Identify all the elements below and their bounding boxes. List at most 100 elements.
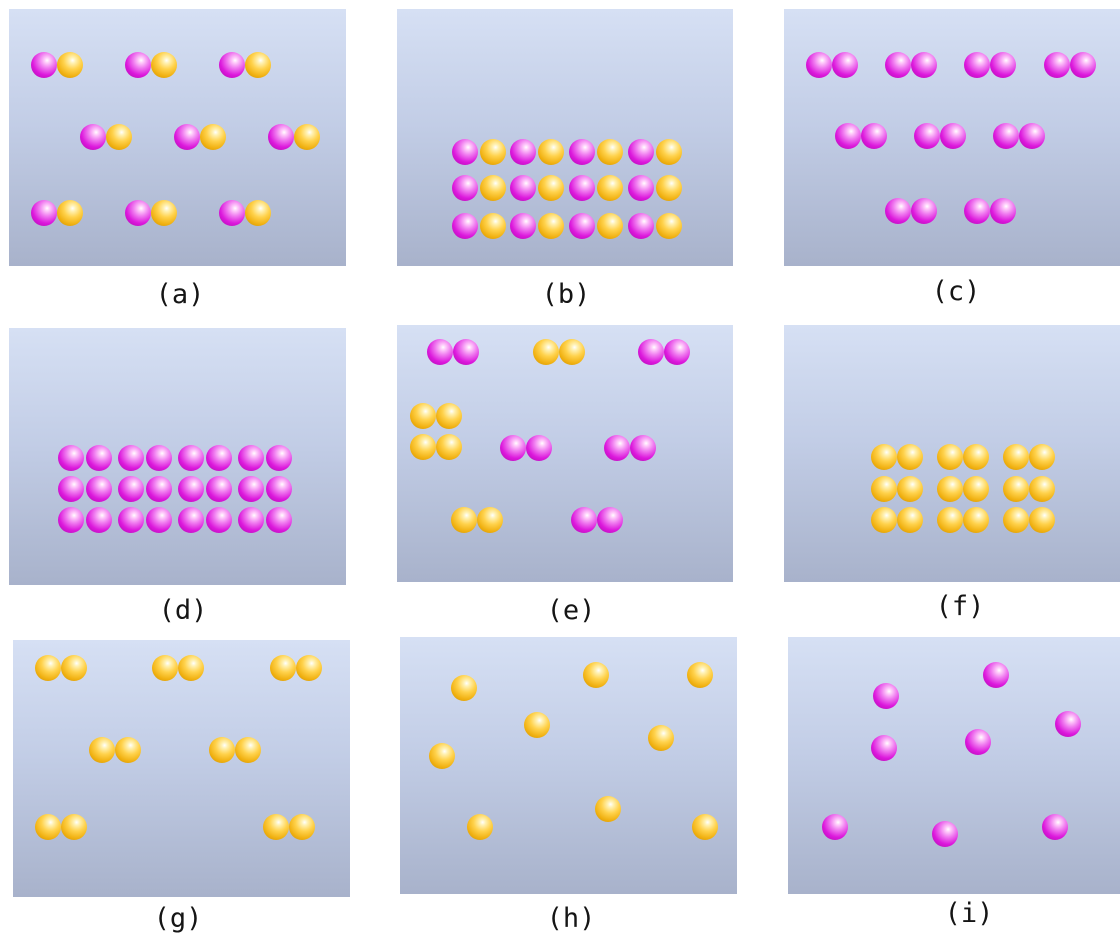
gold-atom — [687, 662, 713, 688]
magenta-atom — [500, 435, 526, 461]
gold-atom — [595, 796, 621, 822]
magenta-atom — [174, 124, 200, 150]
gold-atom — [152, 655, 178, 681]
magenta-atom — [569, 139, 595, 165]
gold-atom — [559, 339, 585, 365]
magenta-atom — [238, 476, 264, 502]
magenta-atom — [806, 52, 832, 78]
gold-atom — [263, 814, 289, 840]
gold-atom — [57, 200, 83, 226]
magenta-atom — [146, 507, 172, 533]
gold-atom — [533, 339, 559, 365]
magenta-atom — [453, 339, 479, 365]
gold-atom — [289, 814, 315, 840]
magenta-atom — [604, 435, 630, 461]
magenta-atom — [638, 339, 664, 365]
gold-atom — [1003, 476, 1029, 502]
magenta-atom — [835, 123, 861, 149]
magenta-atom — [1070, 52, 1096, 78]
gold-atom — [897, 444, 923, 470]
gold-atom — [937, 476, 963, 502]
magenta-atom — [983, 662, 1009, 688]
magenta-atom — [932, 821, 958, 847]
gold-atom — [656, 213, 682, 239]
magenta-atom — [990, 198, 1016, 224]
gold-atom — [597, 175, 623, 201]
gold-atom — [897, 476, 923, 502]
gold-atom — [871, 507, 897, 533]
gold-atom — [178, 655, 204, 681]
magenta-atom — [452, 175, 478, 201]
magenta-atom — [427, 339, 453, 365]
magenta-atom — [31, 200, 57, 226]
gold-atom — [296, 655, 322, 681]
magenta-atom — [664, 339, 690, 365]
magenta-atom — [206, 476, 232, 502]
gold-atom — [200, 124, 226, 150]
magenta-atom — [146, 445, 172, 471]
magenta-atom — [178, 476, 204, 502]
gold-atom — [467, 814, 493, 840]
gold-atom — [410, 434, 436, 460]
magenta-atom — [266, 476, 292, 502]
magenta-atom — [964, 198, 990, 224]
magenta-atom — [526, 435, 552, 461]
magenta-atom — [885, 198, 911, 224]
magenta-atom — [569, 213, 595, 239]
magenta-atom — [219, 52, 245, 78]
gold-atom — [963, 476, 989, 502]
magenta-atom — [178, 507, 204, 533]
gold-atom — [1029, 476, 1055, 502]
gold-atom — [477, 507, 503, 533]
magenta-atom — [125, 200, 151, 226]
magenta-atom — [628, 139, 654, 165]
gold-atom — [1003, 444, 1029, 470]
magenta-atom — [628, 175, 654, 201]
gold-atom — [538, 175, 564, 201]
magenta-atom — [911, 52, 937, 78]
gold-atom — [209, 737, 235, 763]
gold-atom — [436, 403, 462, 429]
gold-atom — [897, 507, 923, 533]
gold-atom — [151, 52, 177, 78]
caption-i: (i) — [944, 898, 994, 929]
caption-f: (f) — [935, 591, 985, 622]
gold-atom — [245, 200, 271, 226]
magenta-atom — [569, 175, 595, 201]
magenta-atom — [510, 213, 536, 239]
magenta-atom — [452, 213, 478, 239]
gold-atom — [871, 476, 897, 502]
gold-atom — [656, 175, 682, 201]
panel-g — [13, 640, 350, 897]
caption-g: (g) — [153, 903, 203, 934]
gold-atom — [451, 507, 477, 533]
magenta-atom — [268, 124, 294, 150]
gold-atom — [1003, 507, 1029, 533]
magenta-atom — [206, 445, 232, 471]
gold-atom — [937, 444, 963, 470]
magenta-atom — [861, 123, 887, 149]
gold-atom — [270, 655, 296, 681]
magenta-atom — [219, 200, 245, 226]
gold-atom — [89, 737, 115, 763]
gold-atom — [115, 737, 141, 763]
magenta-atom — [31, 52, 57, 78]
magenta-atom — [146, 476, 172, 502]
magenta-atom — [58, 507, 84, 533]
gold-atom — [35, 814, 61, 840]
gold-atom — [294, 124, 320, 150]
caption-d: (d) — [158, 595, 208, 626]
magenta-atom — [452, 139, 478, 165]
magenta-atom — [118, 476, 144, 502]
gold-atom — [1029, 444, 1055, 470]
magenta-atom — [993, 123, 1019, 149]
magenta-atom — [822, 814, 848, 840]
magenta-atom — [118, 507, 144, 533]
magenta-atom — [58, 476, 84, 502]
gold-atom — [245, 52, 271, 78]
caption-b: (b) — [541, 279, 591, 310]
gold-atom — [429, 743, 455, 769]
magenta-atom — [964, 52, 990, 78]
gold-atom — [235, 737, 261, 763]
magenta-atom — [86, 507, 112, 533]
